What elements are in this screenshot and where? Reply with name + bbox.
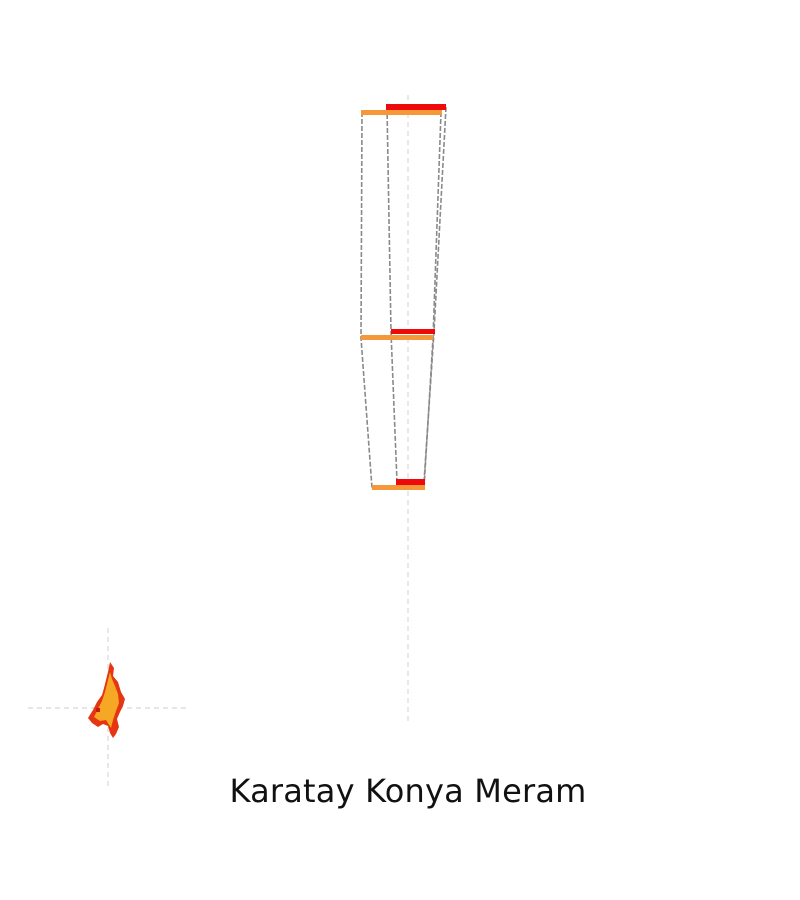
inner-tower-outline — [386, 106, 447, 483]
level-2-red-bar — [391, 329, 435, 334]
locator-center-marker — [96, 708, 100, 712]
locator-region-fill — [94, 672, 119, 728]
region-locator-map-icon — [28, 628, 190, 788]
level-3-red-bar — [396, 479, 425, 485]
outer-tower-outline — [360, 111, 442, 489]
level-1-orange-bar — [361, 110, 442, 115]
figure-caption: Karatay Konya Meram — [229, 772, 587, 810]
level-1-red-bar — [386, 104, 446, 110]
level-3-orange-bar — [372, 485, 425, 490]
level-2-orange-bar — [361, 335, 433, 340]
